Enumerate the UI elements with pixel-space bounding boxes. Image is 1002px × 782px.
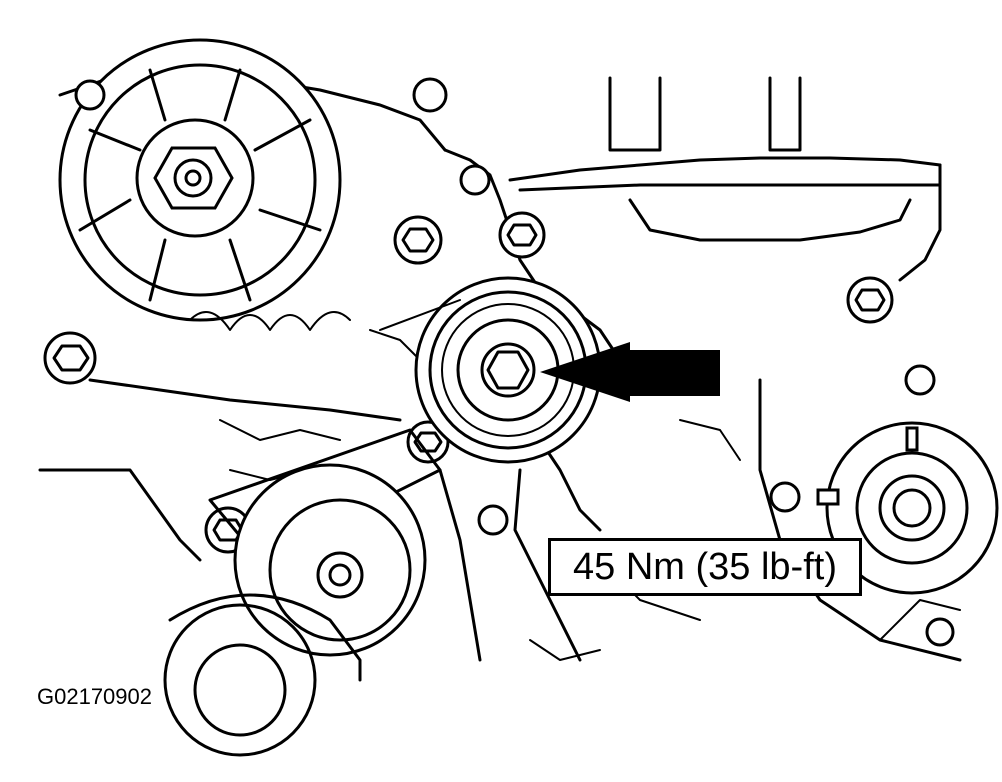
- right-pulley: [816, 421, 999, 595]
- mounting-bolts: [43, 77, 955, 647]
- belt-tensioner: [163, 428, 442, 757]
- detail-lines: [379, 299, 961, 661]
- figure-id: G02170902: [37, 684, 152, 709]
- alternator: [58, 38, 351, 331]
- torque-spec-label: 45 Nm (35 lb-ft): [548, 538, 862, 596]
- pointer-arrow: [540, 342, 720, 402]
- torque-spec-text: 45 Nm (35 lb-ft): [573, 545, 837, 588]
